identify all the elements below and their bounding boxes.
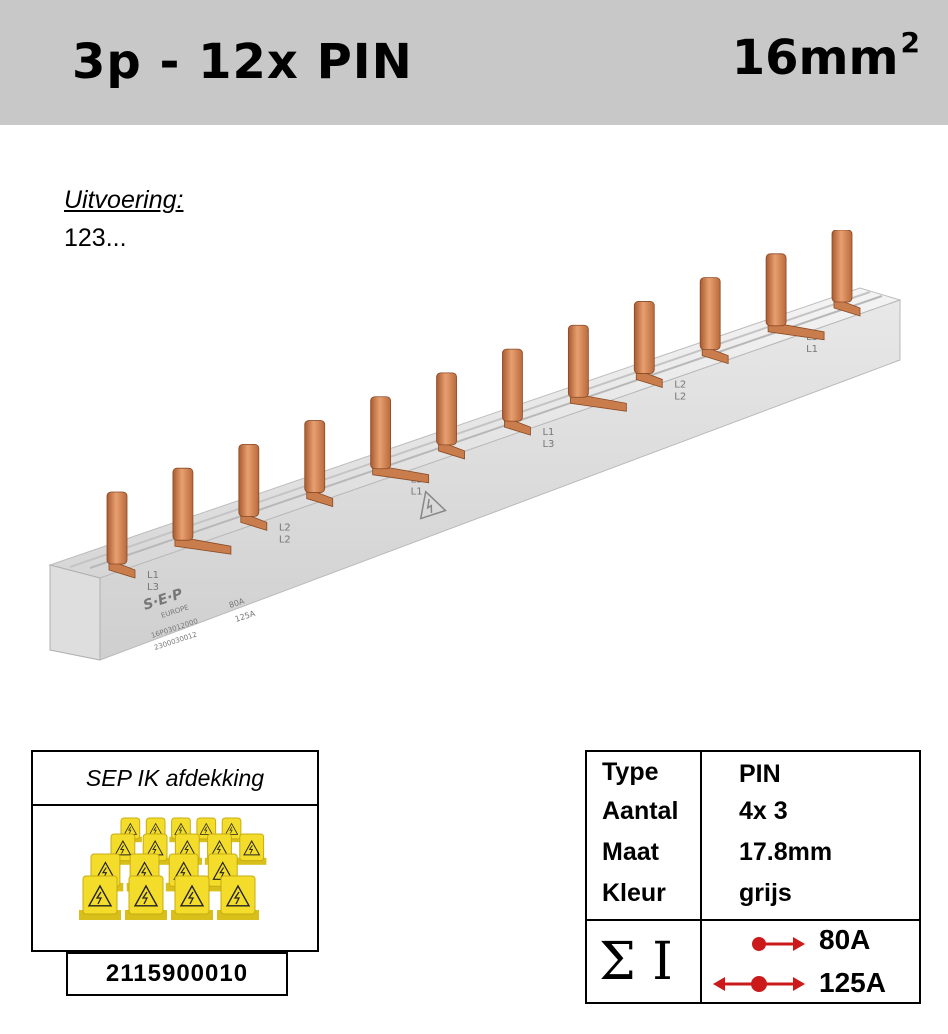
busbar-slot	[89, 295, 883, 569]
cross-section-value: 16mm	[731, 30, 899, 86]
phase-label: L2	[674, 379, 686, 390]
single-arrow-icon	[752, 937, 805, 951]
ik-cover-piece	[217, 875, 259, 920]
rating-125-label: 125A	[234, 609, 257, 624]
copper-pin	[172, 467, 232, 555]
copper-pin	[699, 277, 729, 365]
phase-label: L3	[147, 582, 159, 593]
rating-value-80: 80A	[819, 924, 871, 955]
cross-section-exponent: 2	[900, 26, 920, 59]
cross-section: 16mm2	[731, 26, 920, 86]
phase-label: L1	[147, 570, 159, 581]
product-title: 3p - 12x PIN	[72, 34, 413, 90]
spec-divider-vertical	[700, 752, 702, 1002]
spec-value-type: PIN	[739, 760, 781, 788]
phase-label: L2	[279, 534, 291, 545]
spec-label-type: Type	[602, 758, 659, 786]
header-bar: 3p - 12x PIN 16mm2	[0, 0, 948, 125]
ik-cover-title: SEP IK afdekking	[33, 752, 317, 806]
phase-label: L2	[674, 391, 686, 402]
sigma-current-symbol: Σ I	[599, 932, 673, 992]
ik-cover-piece	[79, 875, 121, 920]
phase-label: L3	[542, 439, 554, 450]
spec-label-maat: Maat	[602, 838, 659, 866]
ik-cover-piece	[125, 875, 167, 920]
busbar-image: S·E·P EUROPE 80A 125A 16P03012000 230003…	[48, 230, 902, 661]
copper-pin	[567, 324, 627, 412]
phase-label: L1	[806, 344, 818, 355]
uitvoering-label: Uitvoering:	[64, 186, 184, 214]
ik-cover-piece	[171, 875, 213, 920]
copper-pin	[765, 253, 825, 341]
phase-label: L1	[542, 427, 554, 438]
rating-value-125: 125A	[819, 967, 886, 998]
copper-pin	[370, 396, 430, 484]
spec-label-kleur: Kleur	[602, 879, 666, 907]
warning-triangle-icon	[419, 490, 447, 520]
double-arrow-icon	[713, 976, 805, 992]
busbar-end-cap	[49, 564, 101, 661]
ik-cover-piece	[237, 833, 267, 865]
ik-cover-code: 2115900010	[66, 952, 288, 996]
ik-cover-box: SEP IK afdekking	[31, 750, 319, 952]
spec-value-aantal: 4x 3	[739, 797, 788, 825]
phase-label: L2	[279, 522, 291, 533]
spec-value-maat: 17.8mm	[739, 838, 833, 866]
copper-pin	[831, 230, 861, 317]
spec-label-aantal: Aantal	[602, 797, 679, 825]
spec-value-kleur: grijs	[739, 879, 792, 907]
busbar-slot	[69, 291, 871, 568]
copper-pin	[238, 443, 268, 531]
copper-pin	[436, 372, 465, 460]
phase-label: L1	[411, 487, 423, 498]
spec-divider-horizontal	[587, 919, 919, 921]
ik-cover-image	[79, 817, 267, 920]
uitvoering-value: 123...	[64, 224, 127, 252]
copper-pin	[502, 348, 531, 436]
copper-pin	[304, 420, 334, 508]
spec-table: Type PIN Aantal 4x 3 Maat 17.8mm Kleur g…	[585, 750, 921, 1004]
copper-pin	[106, 491, 136, 579]
copper-pin	[633, 301, 663, 388]
